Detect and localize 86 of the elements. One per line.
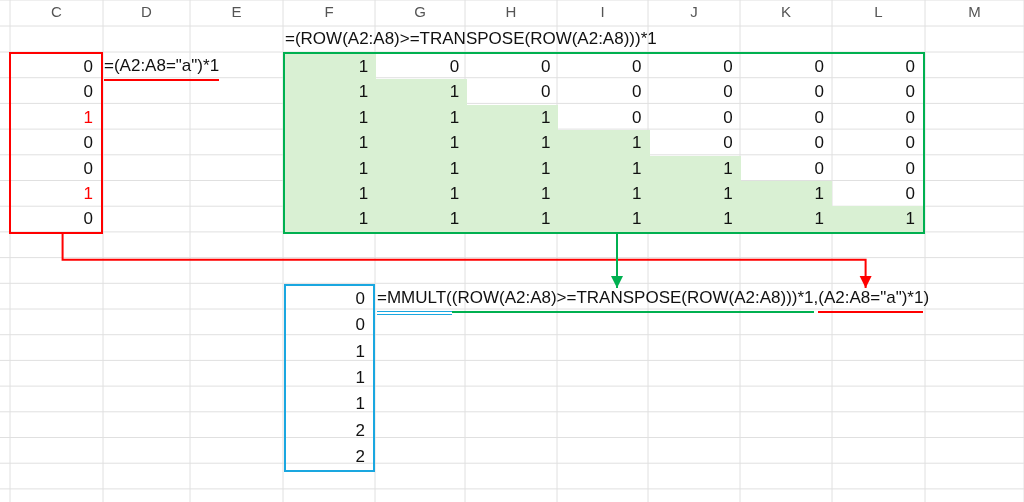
number: 1 (813, 183, 824, 205)
number: 1 (631, 157, 642, 180)
number: 1 (904, 208, 915, 231)
number: 0 (539, 56, 551, 78)
number: 0 (82, 56, 93, 78)
number: 0 (813, 157, 824, 180)
number: 0 (82, 132, 93, 155)
outline-box (283, 52, 925, 234)
number: 0 (82, 81, 93, 104)
number: 0 (813, 56, 824, 78)
number: 0 (722, 56, 733, 78)
number: 1 (448, 132, 460, 155)
column-letter: K (781, 3, 791, 20)
number: 0 (82, 208, 93, 231)
arrow (61, 232, 872, 289)
number: 0 (539, 81, 551, 104)
number: 0 (354, 314, 365, 337)
column-letter: H (505, 3, 517, 20)
arrow (611, 232, 623, 289)
column-letter: D (141, 3, 152, 20)
number: 1 (82, 183, 93, 205)
column-letter: I (600, 3, 605, 20)
number: 1 (357, 132, 369, 155)
formula-text: (ROW(A2:A8)>=TRANSPOSE(ROW(A2:A8)))*1 (451, 288, 814, 313)
number: 0 (448, 56, 460, 78)
number: 0 (722, 106, 733, 129)
number: 1 (448, 208, 460, 231)
number: 1 (631, 183, 642, 205)
number: 0 (722, 81, 733, 104)
number: 0 (82, 157, 93, 180)
outline-box (9, 52, 103, 234)
number: 0 (904, 183, 915, 205)
number: 1 (448, 157, 460, 180)
number: 0 (904, 157, 915, 180)
number: 1 (631, 132, 642, 155)
column-letter: J (690, 3, 698, 20)
number: 0 (813, 132, 824, 155)
number: 0 (354, 288, 365, 310)
number: 1 (357, 81, 369, 104)
number: 0 (813, 81, 824, 104)
formula-text: , (813, 288, 819, 309)
number: 1 (357, 157, 369, 180)
number: 1 (722, 208, 733, 231)
number: 1 (448, 81, 460, 104)
number: 0 (813, 106, 824, 129)
number: 0 (904, 106, 915, 129)
number: 0 (904, 56, 915, 78)
number: 1 (539, 157, 551, 180)
column-letter: E (231, 3, 242, 20)
number: 1 (539, 208, 551, 231)
number: 1 (357, 208, 369, 231)
number: 1 (722, 157, 733, 180)
number: 1 (82, 106, 93, 129)
number: 1 (357, 106, 369, 129)
number: 1 (357, 183, 369, 205)
column-letter: L (874, 3, 883, 20)
number: 1 (539, 183, 551, 205)
number: 0 (904, 132, 915, 155)
formula-text: (A2:A8="a")*1 (818, 288, 924, 313)
number: 1 (539, 106, 551, 129)
column-letter: G (414, 3, 426, 20)
number: 1 (354, 340, 365, 363)
formula-text: ) (923, 288, 930, 309)
number: 1 (631, 208, 642, 231)
number: 0 (904, 81, 915, 104)
number: 1 (354, 393, 365, 416)
outline-box (284, 284, 375, 473)
column-letter: M (968, 3, 981, 20)
number: 1 (539, 132, 551, 155)
number: 1 (354, 366, 365, 389)
formula-text: =(ROW(A2:A8)>=TRANSPOSE(ROW(A2:A8)))*1 (285, 29, 657, 49)
number: 0 (631, 81, 642, 104)
number: 0 (631, 56, 642, 78)
formula-text: =MMULT( (377, 288, 452, 315)
number: 1 (448, 106, 460, 129)
number: 1 (813, 208, 824, 231)
number: 2 (354, 419, 365, 442)
column-letter: C (51, 3, 62, 20)
number: 1 (722, 183, 733, 205)
number: 1 (357, 56, 369, 78)
number: 0 (722, 132, 733, 155)
column-letter: F (324, 3, 334, 20)
number: 0 (631, 106, 642, 129)
number: 2 (354, 445, 365, 468)
number: 1 (448, 183, 460, 205)
formula-text: =(A2:A8="a")*1 (104, 56, 220, 81)
